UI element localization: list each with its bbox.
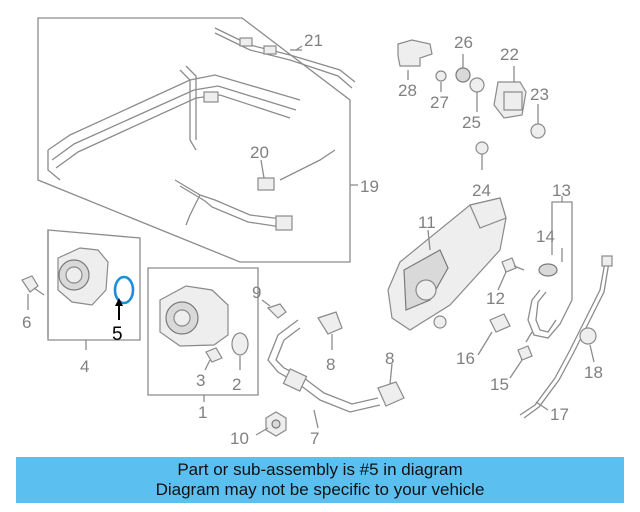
callout-2: 2 [232,375,241,394]
callout-4: 4 [80,357,89,376]
banner-line-1: Part or sub-assembly is #5 in diagram [177,460,463,479]
callout-3: 3 [196,371,205,390]
nut-10 [265,411,287,437]
subassembly-1 [147,267,259,402]
egr-pipe-7 [267,311,405,413]
callout-labels: 21 28 26 27 22 23 25 24 20 19 13 11 14 1… [22,31,603,448]
callout-14: 14 [536,227,555,246]
callout-17: 17 [550,405,569,424]
gasket-5 [113,275,135,305]
cable-21 [214,27,356,89]
callout-10: 10 [230,429,249,448]
callout-9: 9 [252,283,261,302]
tube-17 [519,255,613,419]
callout-26: 26 [454,33,473,52]
callout-24: 24 [472,181,491,200]
callout-15: 15 [490,375,509,394]
egr-cooler-11 [387,197,507,331]
bolt-9 [261,299,287,319]
pipe-assembly-group [37,17,358,263]
callout-6: 6 [22,313,31,332]
small-fasteners [489,257,558,361]
callout-18: 18 [584,363,603,382]
callout-23: 23 [530,85,549,104]
callout-8a: 8 [326,355,335,374]
callout-12: 12 [486,289,505,308]
hose-13 [527,196,573,339]
callout-25: 25 [462,113,481,132]
callout-11: 11 [418,213,436,232]
upper-right-parts [397,39,546,170]
callout-27: 27 [430,93,449,112]
callout-5: 5 [112,324,123,345]
callout-19: 19 [360,177,379,196]
parts-diagram: 21 28 26 27 22 23 25 24 20 19 13 11 14 1… [21,17,613,448]
callout-21: 21 [304,31,323,50]
callout-1: 1 [198,403,207,422]
callout-16: 16 [456,349,475,368]
callout-13: 13 [552,181,571,200]
callout-8b: 8 [385,349,394,368]
info-banner: Part or sub-assembly is #5 in diagram Di… [16,457,624,503]
callout-7: 7 [310,429,319,448]
callout-20: 20 [250,143,269,162]
subassembly-4 [21,229,141,350]
callout-28: 28 [398,81,417,100]
banner-line-2: Diagram may not be specific to your vehi… [155,480,485,499]
callout-22: 22 [500,45,519,64]
leader-lines [27,45,595,436]
